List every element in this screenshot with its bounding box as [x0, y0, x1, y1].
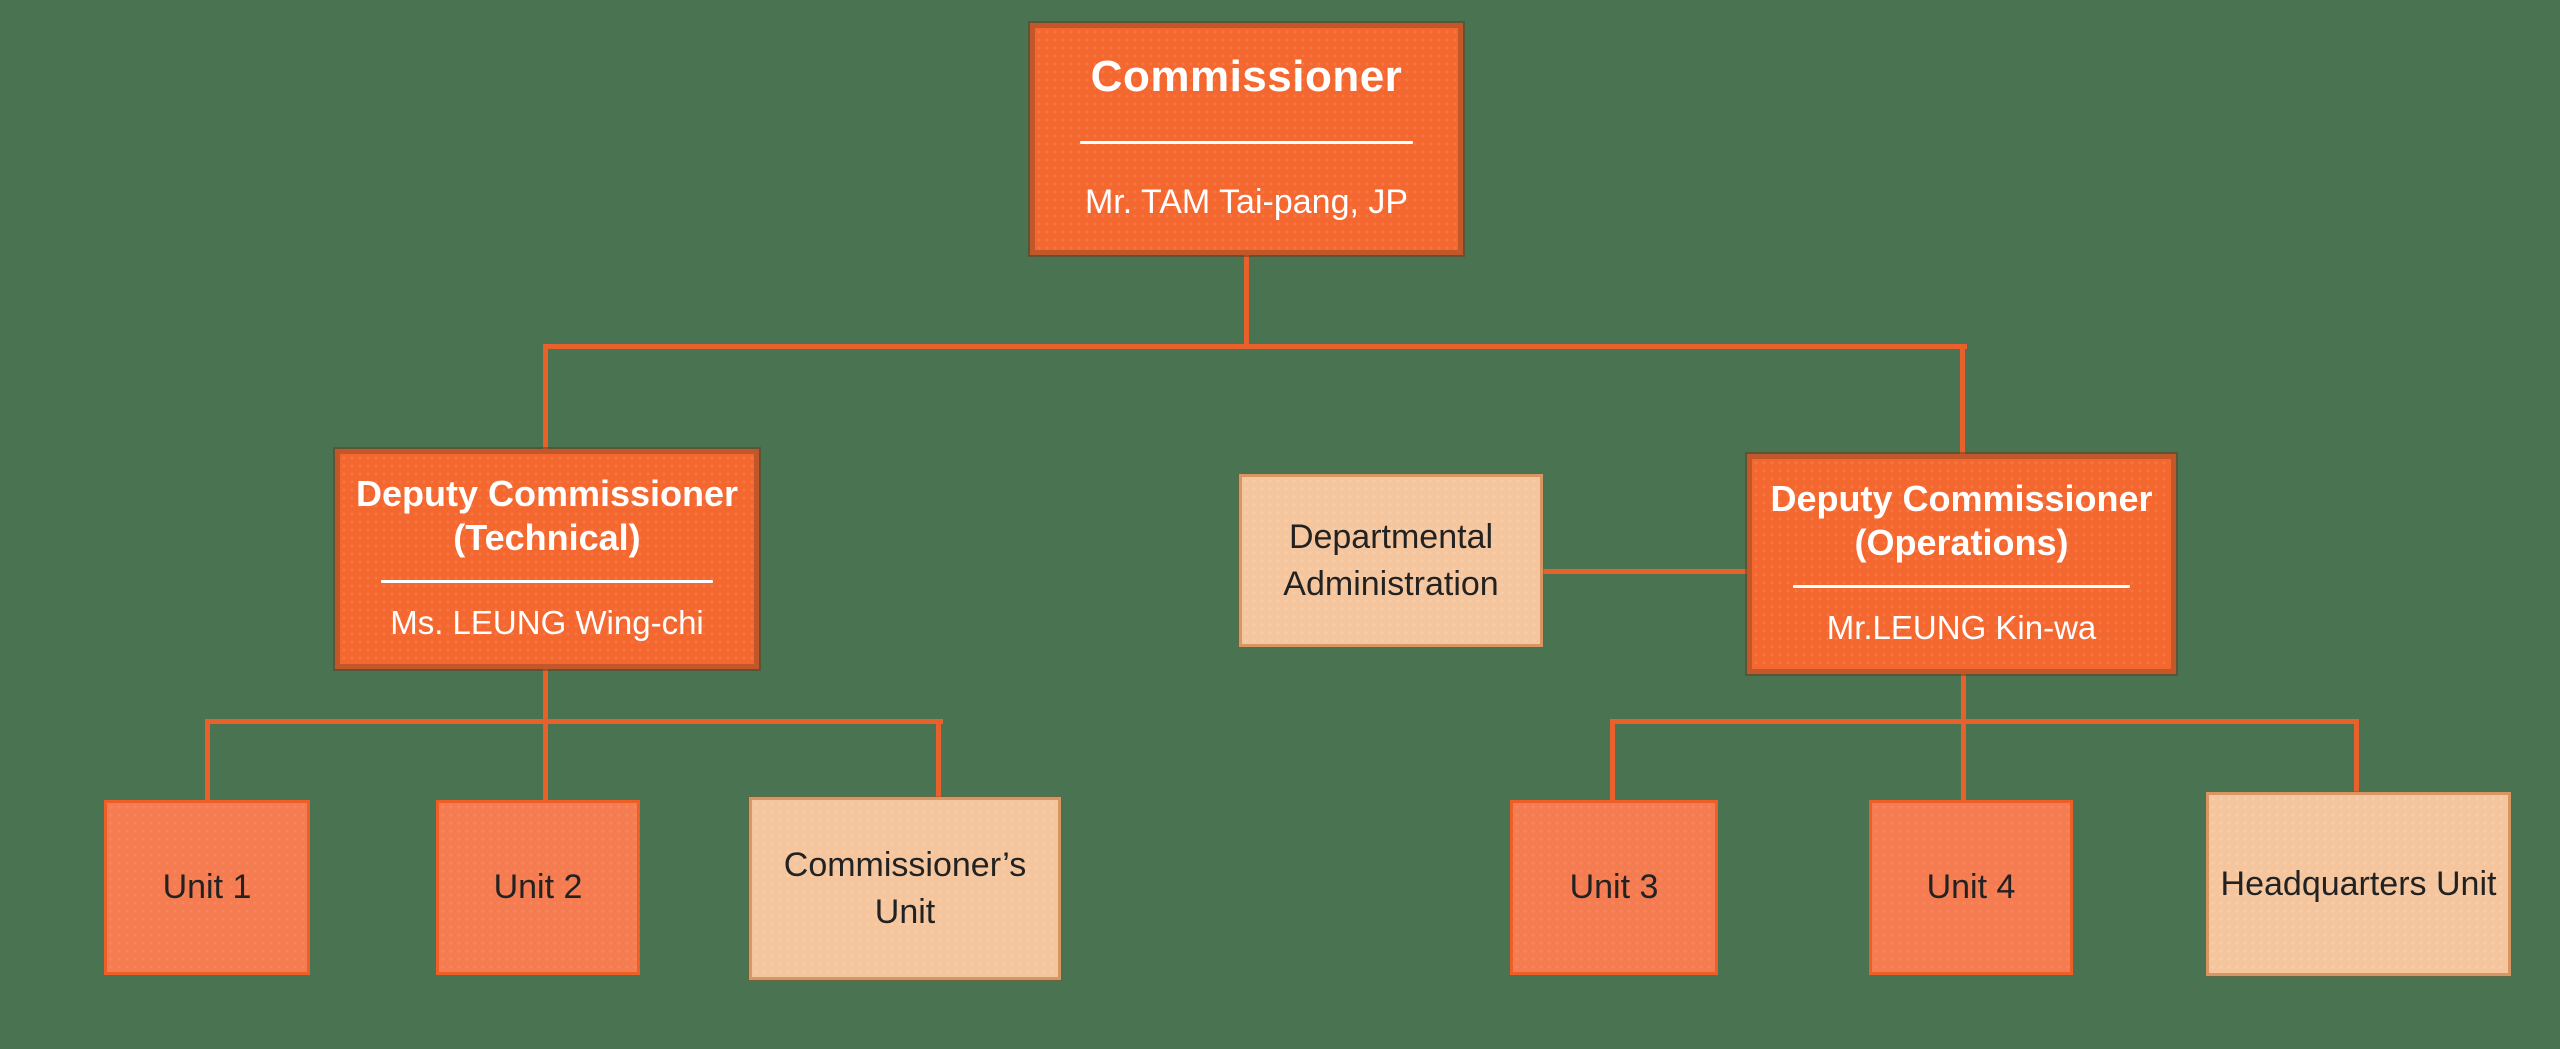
- deputy-technical-heading: Deputy Commissioner (Technical): [356, 472, 738, 560]
- org-node-commissioner: Commissioner Mr. TAM Tai-pang, JP: [1030, 23, 1463, 255]
- deputy-technical-title: Deputy Commissioner: [355, 473, 739, 514]
- commissioner-title: Commissioner: [1090, 52, 1403, 101]
- connector-unit3-drop: [1610, 719, 1615, 805]
- unit-4-label: Unit 4: [1926, 868, 2016, 907]
- title-divider: [381, 580, 713, 584]
- connector-operations-down: [1961, 670, 1966, 805]
- connector-left-subtree-horizontal: [205, 719, 943, 724]
- connector-departmental-admin-link: [1540, 569, 1752, 574]
- title-divider: [1080, 141, 1413, 145]
- connector-deputy-technical-drop: [543, 344, 548, 454]
- unit-2-label: Unit 2: [493, 868, 583, 907]
- deputy-technical-subtitle: (Technical): [453, 516, 641, 558]
- org-node-unit-1: Unit 1: [104, 800, 310, 975]
- connector-right-subtree-horizontal: [1610, 719, 2359, 724]
- deputy-operations-person: Mr.LEUNG Kin-wa: [1826, 609, 2097, 646]
- connector-technical-down: [543, 665, 548, 805]
- org-node-deputy-commissioner-technical: Deputy Commissioner (Technical) Ms. LEUN…: [335, 449, 759, 669]
- deputy-technical-person: Ms. LEUNG Wing-chi: [390, 604, 704, 641]
- connector-deputy-operations-drop: [1960, 344, 1965, 459]
- connector-unit1-drop: [205, 719, 210, 805]
- deputy-operations-subtitle: (Operations): [1854, 521, 2069, 563]
- unit-3-label: Unit 3: [1569, 868, 1659, 907]
- org-node-unit-3: Unit 3: [1510, 800, 1718, 975]
- connector-commissioners-unit-drop: [936, 719, 941, 802]
- commissioner-person: Mr. TAM Tai-pang, JP: [1084, 183, 1409, 221]
- connector-commissioner-down: [1244, 253, 1249, 349]
- org-node-unit-4: Unit 4: [1869, 800, 2073, 975]
- org-node-unit-2: Unit 2: [436, 800, 640, 975]
- unit-1-label: Unit 1: [162, 868, 252, 907]
- org-node-deputy-commissioner-operations: Deputy Commissioner (Operations) Mr.LEUN…: [1747, 454, 2176, 674]
- title-divider: [1793, 585, 2130, 589]
- deputy-operations-heading: Deputy Commissioner (Operations): [1770, 477, 2152, 565]
- headquarters-unit-label: Headquarters Unit: [2220, 864, 2497, 903]
- commissioners-unit-label: Commissioner’s Unit: [783, 845, 1027, 931]
- org-node-departmental-administration: Departmental Administration: [1239, 474, 1543, 647]
- org-node-commissioners-unit: Commissioner’s Unit: [749, 797, 1061, 980]
- connector-level1-horizontal: [543, 344, 1967, 349]
- org-node-headquarters-unit: Headquarters Unit: [2206, 792, 2511, 976]
- deputy-operations-title: Deputy Commissioner: [1770, 478, 2153, 519]
- connector-headquarters-unit-drop: [2354, 719, 2359, 797]
- departmental-administration-label: Departmental Administration: [1283, 517, 1499, 603]
